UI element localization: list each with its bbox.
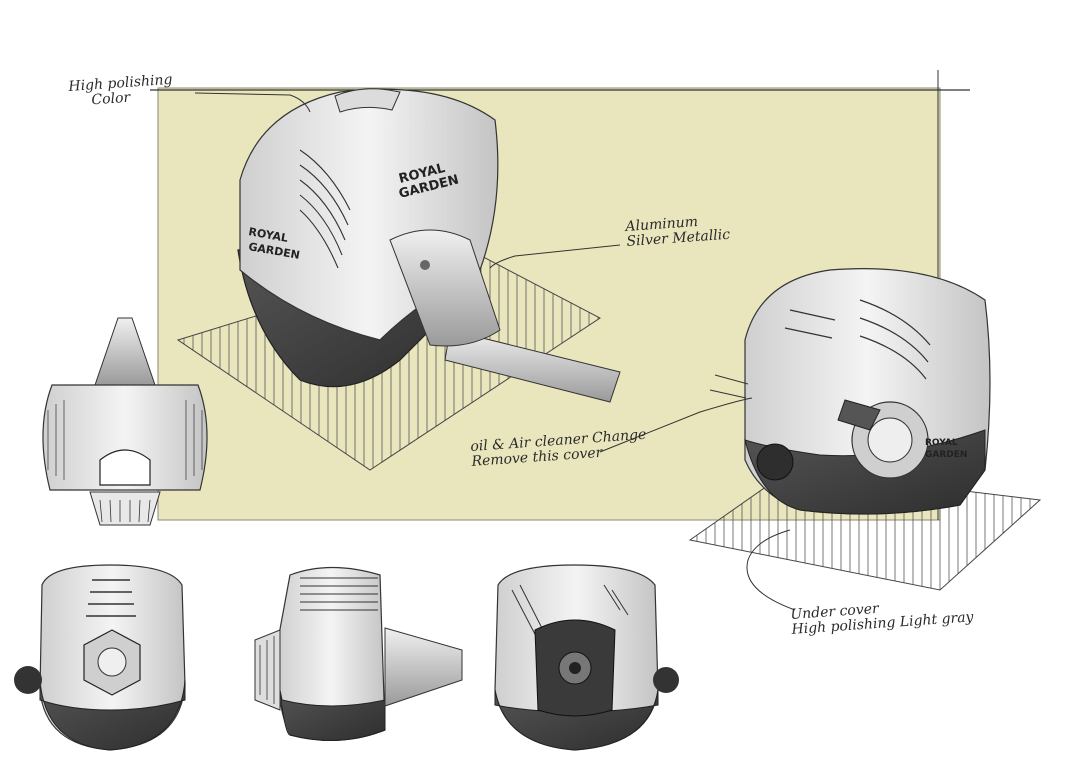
top-view bbox=[42, 317, 208, 526]
rear-orthographic-view bbox=[14, 564, 186, 751]
annotation-leaders bbox=[194, 92, 796, 611]
rear-perspective-view: ROYAL GARDEN bbox=[688, 268, 1042, 591]
front-orthographic-view bbox=[494, 564, 679, 751]
svg-text:ROYAL: ROYAL bbox=[925, 438, 958, 448]
svg-text:GARDEN: GARDEN bbox=[925, 450, 967, 460]
main-engine-view: ROYAL GARDEN ROYAL GARDEN bbox=[176, 88, 621, 471]
side-orthographic-view bbox=[254, 566, 463, 742]
brand-logo-rear: ROYAL GARDEN bbox=[925, 438, 967, 460]
